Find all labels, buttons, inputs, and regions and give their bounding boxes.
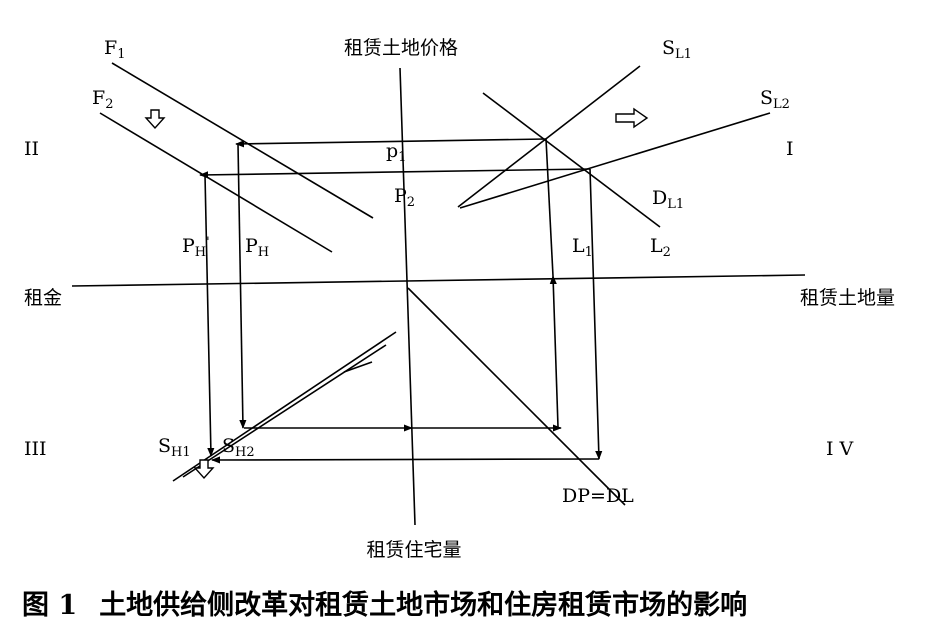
- f2-curve: [99, 112, 333, 253]
- axis-label-left: 租金: [24, 287, 62, 309]
- p2-price-arrow: [199, 168, 591, 179]
- label-l1: L1: [572, 235, 593, 260]
- axis-label-bottom: 租赁住宅量: [366, 539, 461, 561]
- label-dp-dl: DP=DL: [562, 485, 634, 507]
- shift-down-arrow-sh: [193, 459, 215, 480]
- vertical-axis: [399, 67, 416, 526]
- figure-caption: 图 1 土地供给侧改革对租赁土地市场和住房租赁市场的影响: [22, 589, 747, 621]
- f1-curve: [111, 62, 374, 219]
- axis-label-right: 租赁土地量: [800, 287, 895, 309]
- housing-h-line-2: [211, 456, 600, 464]
- label-f1: F1: [104, 37, 125, 62]
- quadrant-label-ii: II: [24, 138, 39, 160]
- label-dl1: DL1: [652, 187, 684, 212]
- demand-curve-dl1: [482, 92, 661, 228]
- ph-down-arrow: [237, 143, 247, 429]
- quadrant-label-i: I: [786, 138, 794, 160]
- label-p2: P2: [394, 185, 415, 210]
- quadrant-label-iii: III: [24, 438, 47, 460]
- p1-price-arrow: [235, 138, 547, 148]
- label-p1: p1: [386, 140, 406, 165]
- housing-supply-curve-mark: [343, 361, 373, 373]
- label-ph-prime: PH': [182, 235, 210, 260]
- quadrant-label-iv: I V: [826, 438, 854, 460]
- shift-right-arrow: [615, 107, 649, 129]
- label-l2: L2: [650, 235, 671, 260]
- ph-prime-down-arrow: [204, 174, 215, 457]
- figure-number: 图 1: [22, 590, 77, 621]
- label-ph: PH: [245, 235, 269, 260]
- shift-down-arrow-f: [144, 109, 166, 130]
- horizontal-axis: [71, 274, 806, 287]
- figure-title: 土地供给侧改革对租赁土地市场和住房租赁市场的影响: [99, 589, 747, 621]
- axis-label-top: 租赁土地价格: [344, 37, 458, 59]
- housing-supply-curve-sh1: [172, 331, 397, 482]
- housing-supply-curve-sh2: [182, 344, 387, 478]
- label-f2: F2: [92, 87, 113, 112]
- l1-up-arrow: [549, 275, 559, 428]
- supply-curve-sl1: [457, 65, 641, 208]
- label-sl2: SL2: [760, 87, 790, 112]
- l1-upper-segment: [545, 138, 554, 277]
- label-sh2: SH2: [222, 435, 255, 460]
- label-sl1: SL1: [662, 37, 692, 62]
- label-sh1: SH1: [158, 435, 191, 460]
- l2-down-arrow: [589, 168, 603, 460]
- dp-dl-line: [407, 287, 626, 506]
- supply-curve-sl2: [459, 112, 771, 209]
